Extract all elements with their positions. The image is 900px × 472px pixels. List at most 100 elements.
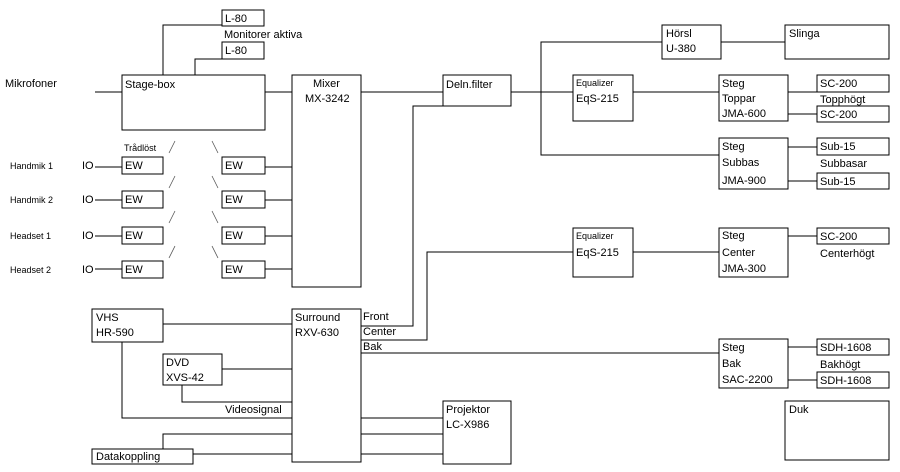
horsl-box: Hörsl U-380 [661,24,722,60]
svg-text:JMA-600: JMA-600 [722,108,766,120]
svg-text:EW: EW [125,230,143,242]
svg-text:Hörsl: Hörsl [666,28,692,40]
svg-text:Sub-15: Sub-15 [820,141,855,153]
ew-box-handmik2-tx: EW [121,190,164,209]
svg-text:SC-200: SC-200 [820,231,857,243]
label-videosignal: Videosignal [225,404,282,416]
label-io-1: IO [82,160,94,172]
svg-text:EW: EW [225,264,243,276]
ew-box-handmik2-rx: EW [221,190,266,209]
projektor-box: Projektor LC-X986 [442,400,512,465]
steg-center-box: Steg Center JMA-300 [718,227,789,278]
deln-filter-box: Deln.filter [442,74,512,107]
svg-text:EqS-215: EqS-215 [576,93,619,105]
svg-text:L-80: L-80 [225,45,247,57]
label-io-3: IO [82,230,94,242]
svg-text:SAC-2200: SAC-2200 [722,374,773,386]
svg-text:SC-200: SC-200 [820,109,857,121]
svg-text:Steg: Steg [722,78,745,90]
sc200-box-1: SC-200 [816,74,890,93]
ew-box-headset1-rx: EW [221,226,266,245]
label-bak: Bak [363,341,382,353]
label-handmik-2: Handmik 2 [10,195,53,205]
connection-lines [95,24,817,455]
l80-monitor-bottom: L-80 [221,41,265,60]
svg-text:Bak: Bak [722,358,741,370]
svg-text:SDH-1608: SDH-1608 [820,342,871,354]
steg-toppar-box: Steg Toppar JMA-600 [718,74,789,122]
svg-text:EW: EW [225,230,243,242]
sub15-box-2: Sub-15 [816,172,890,190]
svg-text:Equalizer: Equalizer [576,231,614,241]
svg-text:LC-X986: LC-X986 [446,419,489,431]
svg-text:Stage-box: Stage-box [125,79,176,91]
svg-text:MX-3242: MX-3242 [305,93,350,105]
label-handmik-1: Handmik 1 [10,161,53,171]
equalizer-top-box: Equalizer EqS-215 [572,74,634,122]
sdh1608-box-1: SDH-1608 [816,338,890,356]
vhs-box: VHS HR-590 [91,308,164,343]
svg-text:Surround: Surround [295,312,340,324]
dvd-box: DVD XVS-42 [162,353,223,386]
steg-bak-box: Steg Bak SAC-2200 [718,338,789,389]
svg-text:EW: EW [225,160,243,172]
wireless-link-marks [168,140,219,259]
label-monitorer-aktiva: Monitorer aktiva [224,29,303,41]
label-topphogt: Topphögt [820,94,865,106]
label-tradlost: Trådlöst [124,143,157,153]
svg-text:Deln.filter: Deln.filter [446,79,493,91]
ew-box-headset2-rx: EW [221,260,266,279]
label-io-4: IO [82,264,94,276]
l80-monitor-top: L-80 [221,9,265,27]
svg-text:Duk: Duk [789,404,809,416]
svg-text:EW: EW [225,194,243,206]
svg-text:XVS-42: XVS-42 [166,372,204,384]
label-mikrofoner: Mikrofoner [5,78,57,90]
svg-text:EW: EW [125,264,143,276]
svg-text:SDH-1608: SDH-1608 [820,375,871,387]
svg-text:SC-200: SC-200 [820,78,857,90]
ew-box-handmik1-rx: EW [221,156,266,175]
svg-text:EW: EW [125,194,143,206]
steg-subbas-box: Steg Subbas JMA-900 [718,137,789,190]
label-centerhogt: Centerhögt [820,248,874,260]
datakoppling-box: Datakoppling [91,448,194,465]
sub15-box-1: Sub-15 [816,137,890,156]
equalizer-center-box: Equalizer EqS-215 [572,227,634,278]
svg-text:L-80: L-80 [225,13,247,25]
slinga-box: Slinga [784,24,890,60]
svg-text:JMA-300: JMA-300 [722,263,766,275]
duk-box: Duk [784,400,890,461]
label-subbasar: Subbasar [820,158,867,170]
sdh1608-box-2: SDH-1608 [816,371,890,389]
svg-text:Steg: Steg [722,141,745,153]
svg-text:EqS-215: EqS-215 [576,247,619,259]
sc200-box-2: SC-200 [816,105,890,123]
svg-text:Steg: Steg [722,230,745,242]
label-front: Front [363,311,389,323]
sc200-box-3: SC-200 [816,227,890,245]
svg-text:Equalizer: Equalizer [576,78,614,88]
svg-text:HR-590: HR-590 [96,327,134,339]
svg-text:Mixer: Mixer [313,78,340,90]
svg-text:Slinga: Slinga [789,28,820,40]
svg-text:JMA-900: JMA-900 [722,175,766,187]
label-io-2: IO [82,194,94,206]
label-headset-1: Headset 1 [10,231,51,241]
svg-text:Center: Center [722,247,755,259]
svg-text:Sub-15: Sub-15 [820,176,855,188]
svg-text:Toppar: Toppar [722,93,756,105]
svg-text:VHS: VHS [96,312,119,324]
svg-text:Datakoppling: Datakoppling [96,451,160,463]
svg-text:U-380: U-380 [666,43,696,55]
stage-box: Stage-box [121,74,266,131]
svg-text:Steg: Steg [722,342,745,354]
label-center: Center [363,326,396,338]
label-bakhogt: Bakhögt [820,359,860,371]
surround-box: Surround RXV-630 [291,308,362,463]
mixer-box: Mixer MX-3242 [291,74,362,288]
svg-text:Subbas: Subbas [722,157,760,169]
ew-box-headset2-tx: EW [121,260,164,279]
svg-text:RXV-630: RXV-630 [295,327,339,339]
